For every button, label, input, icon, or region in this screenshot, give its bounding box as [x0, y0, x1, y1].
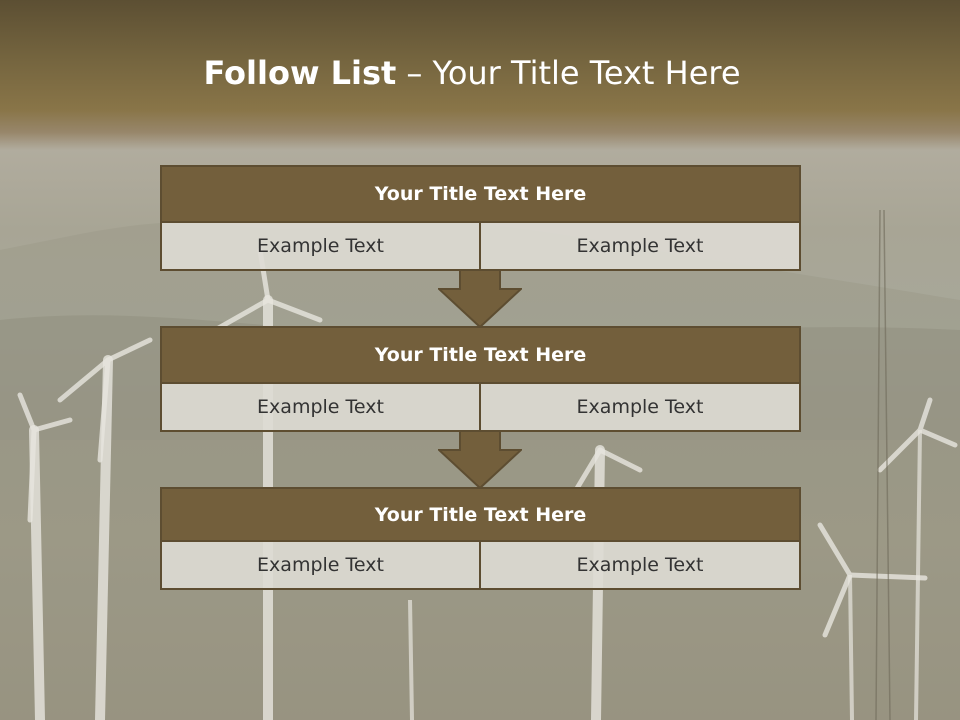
title-bold-part: Follow List — [203, 54, 397, 92]
step-box-title: Your Title Text Here — [160, 165, 801, 223]
slide-title: Follow List– Your Title Text Here — [0, 54, 944, 92]
arrow-down-icon — [438, 431, 522, 489]
arrow-down-icon — [438, 270, 522, 328]
step-box-2: Your Title Text Here Example Text Exampl… — [160, 326, 801, 432]
step-box-left-text: Example Text — [160, 542, 481, 590]
step-box-left-text: Example Text — [160, 223, 481, 271]
step-box-right-text: Example Text — [479, 384, 801, 432]
step-box-right-text: Example Text — [479, 542, 801, 590]
step-box-left-text: Example Text — [160, 384, 481, 432]
step-box-right-text: Example Text — [479, 223, 801, 271]
step-box-1: Your Title Text Here Example Text Exampl… — [160, 165, 801, 271]
step-box-3: Your Title Text Here Example Text Exampl… — [160, 487, 801, 593]
header-band — [0, 0, 960, 150]
step-box-title: Your Title Text Here — [160, 326, 801, 384]
title-rest-part: – Your Title Text Here — [406, 54, 741, 92]
step-box-title: Your Title Text Here — [160, 487, 801, 542]
